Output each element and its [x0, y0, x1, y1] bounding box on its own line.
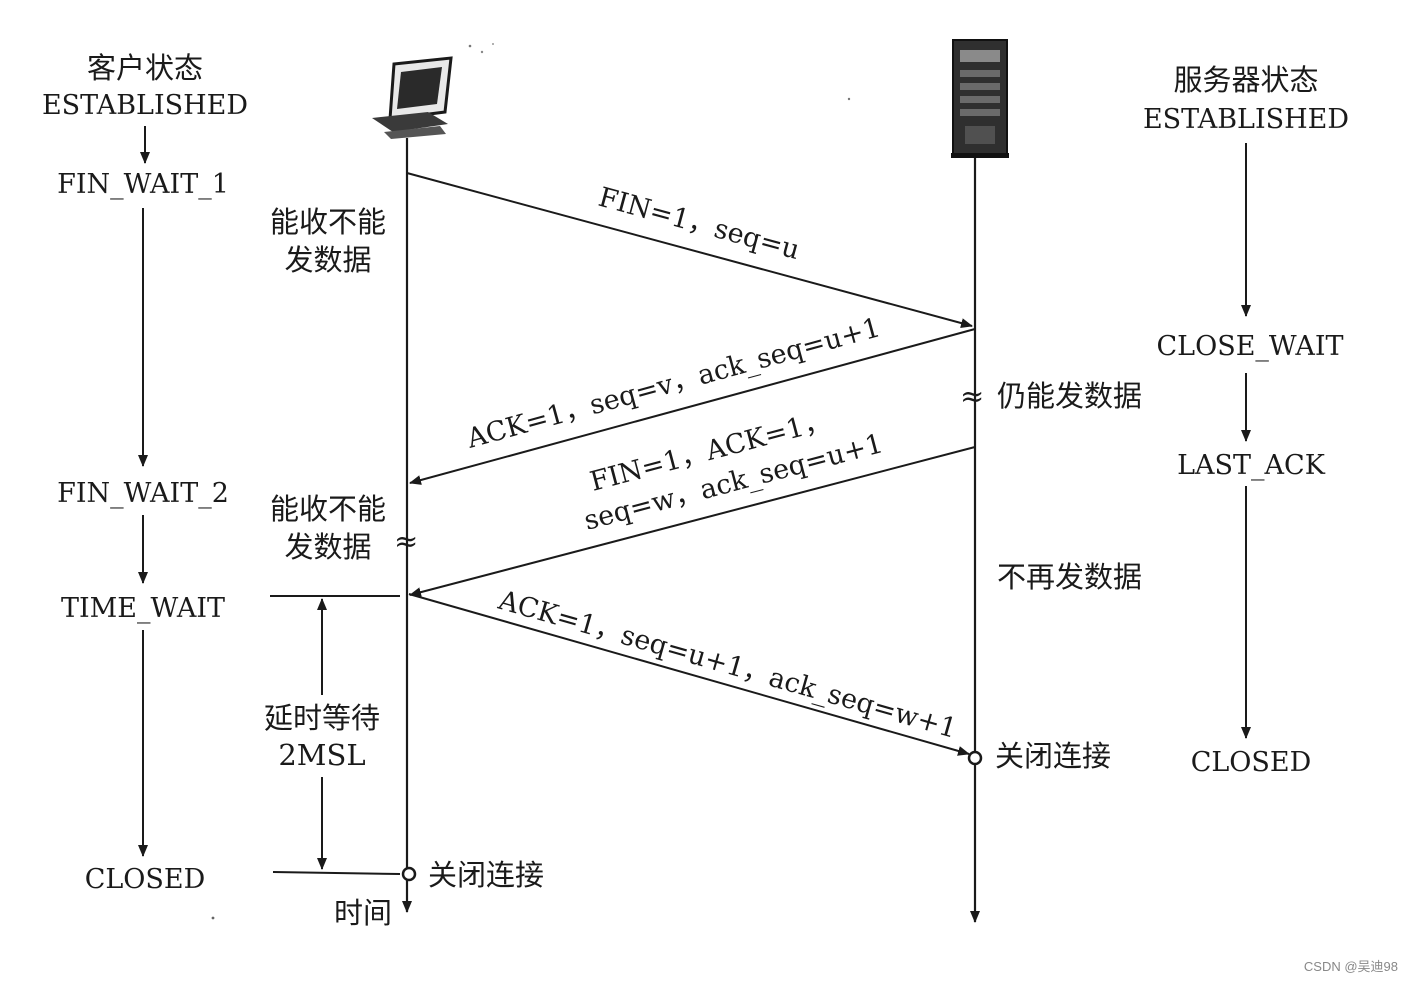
client-state-heading: 客户状态 [87, 51, 203, 85]
server-icon [951, 39, 1009, 158]
computer-icon [372, 43, 494, 139]
client-break-mark: ≈ [394, 524, 418, 558]
server-note-last-ack: 不再发数据 [997, 560, 1142, 594]
client-note-fw2-line-2: 发数据 [284, 530, 371, 564]
time-wait-end-tick [272, 871, 401, 875]
server-close-marker [967, 750, 983, 766]
client-state-fin-wait-2: FIN_WAIT_2 [57, 478, 229, 509]
client-close-marker [401, 866, 417, 882]
server-close-label: 关闭连接 [995, 739, 1111, 773]
message-label-fin-1: FIN=1，seq=u [595, 182, 803, 266]
message-arrow-fin-2 [409, 446, 976, 598]
client-close-label: 关闭连接 [428, 858, 544, 892]
message-label-ack-2: ACK=1，seq=u+1，ack_seq=w+1 [494, 585, 960, 745]
message-arrow-fin-1 [406, 172, 973, 328]
client-state-fin-wait-1: FIN_WAIT_1 [57, 169, 229, 200]
client-note-fw2-line-1: 能收不能 [270, 492, 386, 526]
client-state-time-wait: TIME_WAIT [61, 593, 225, 624]
msl-label-line-2: 2MSL [278, 738, 365, 772]
message-arrow-ack-2 [408, 593, 970, 756]
server-state-close-wait: CLOSE_WAIT [1156, 331, 1343, 362]
time-axis-label: 时间 [334, 896, 392, 930]
server-break-mark: ≈ [960, 379, 984, 413]
server-state-closed: CLOSED [1191, 747, 1312, 778]
server-state-heading: 服务器状态 [1173, 63, 1318, 97]
client-note-fw1-line-1: 能收不能 [270, 205, 386, 239]
message-arrow-ack-1 [409, 328, 976, 485]
server-state-last-ack: LAST_ACK [1177, 450, 1326, 481]
scan-speck [211, 916, 215, 920]
client-state-closed: CLOSED [85, 864, 206, 895]
msl-label-line-1: 延时等待 [264, 701, 380, 735]
server-state-established: ESTABLISHED [1143, 104, 1349, 135]
client-state-established: ESTABLISHED [42, 90, 248, 121]
server-note-close-wait: 仍能发数据 [997, 379, 1142, 413]
watermark: CSDN @吴迪98 [1304, 959, 1398, 974]
client-note-fw1-line-2: 发数据 [284, 243, 371, 277]
scan-speck-2 [847, 97, 851, 101]
